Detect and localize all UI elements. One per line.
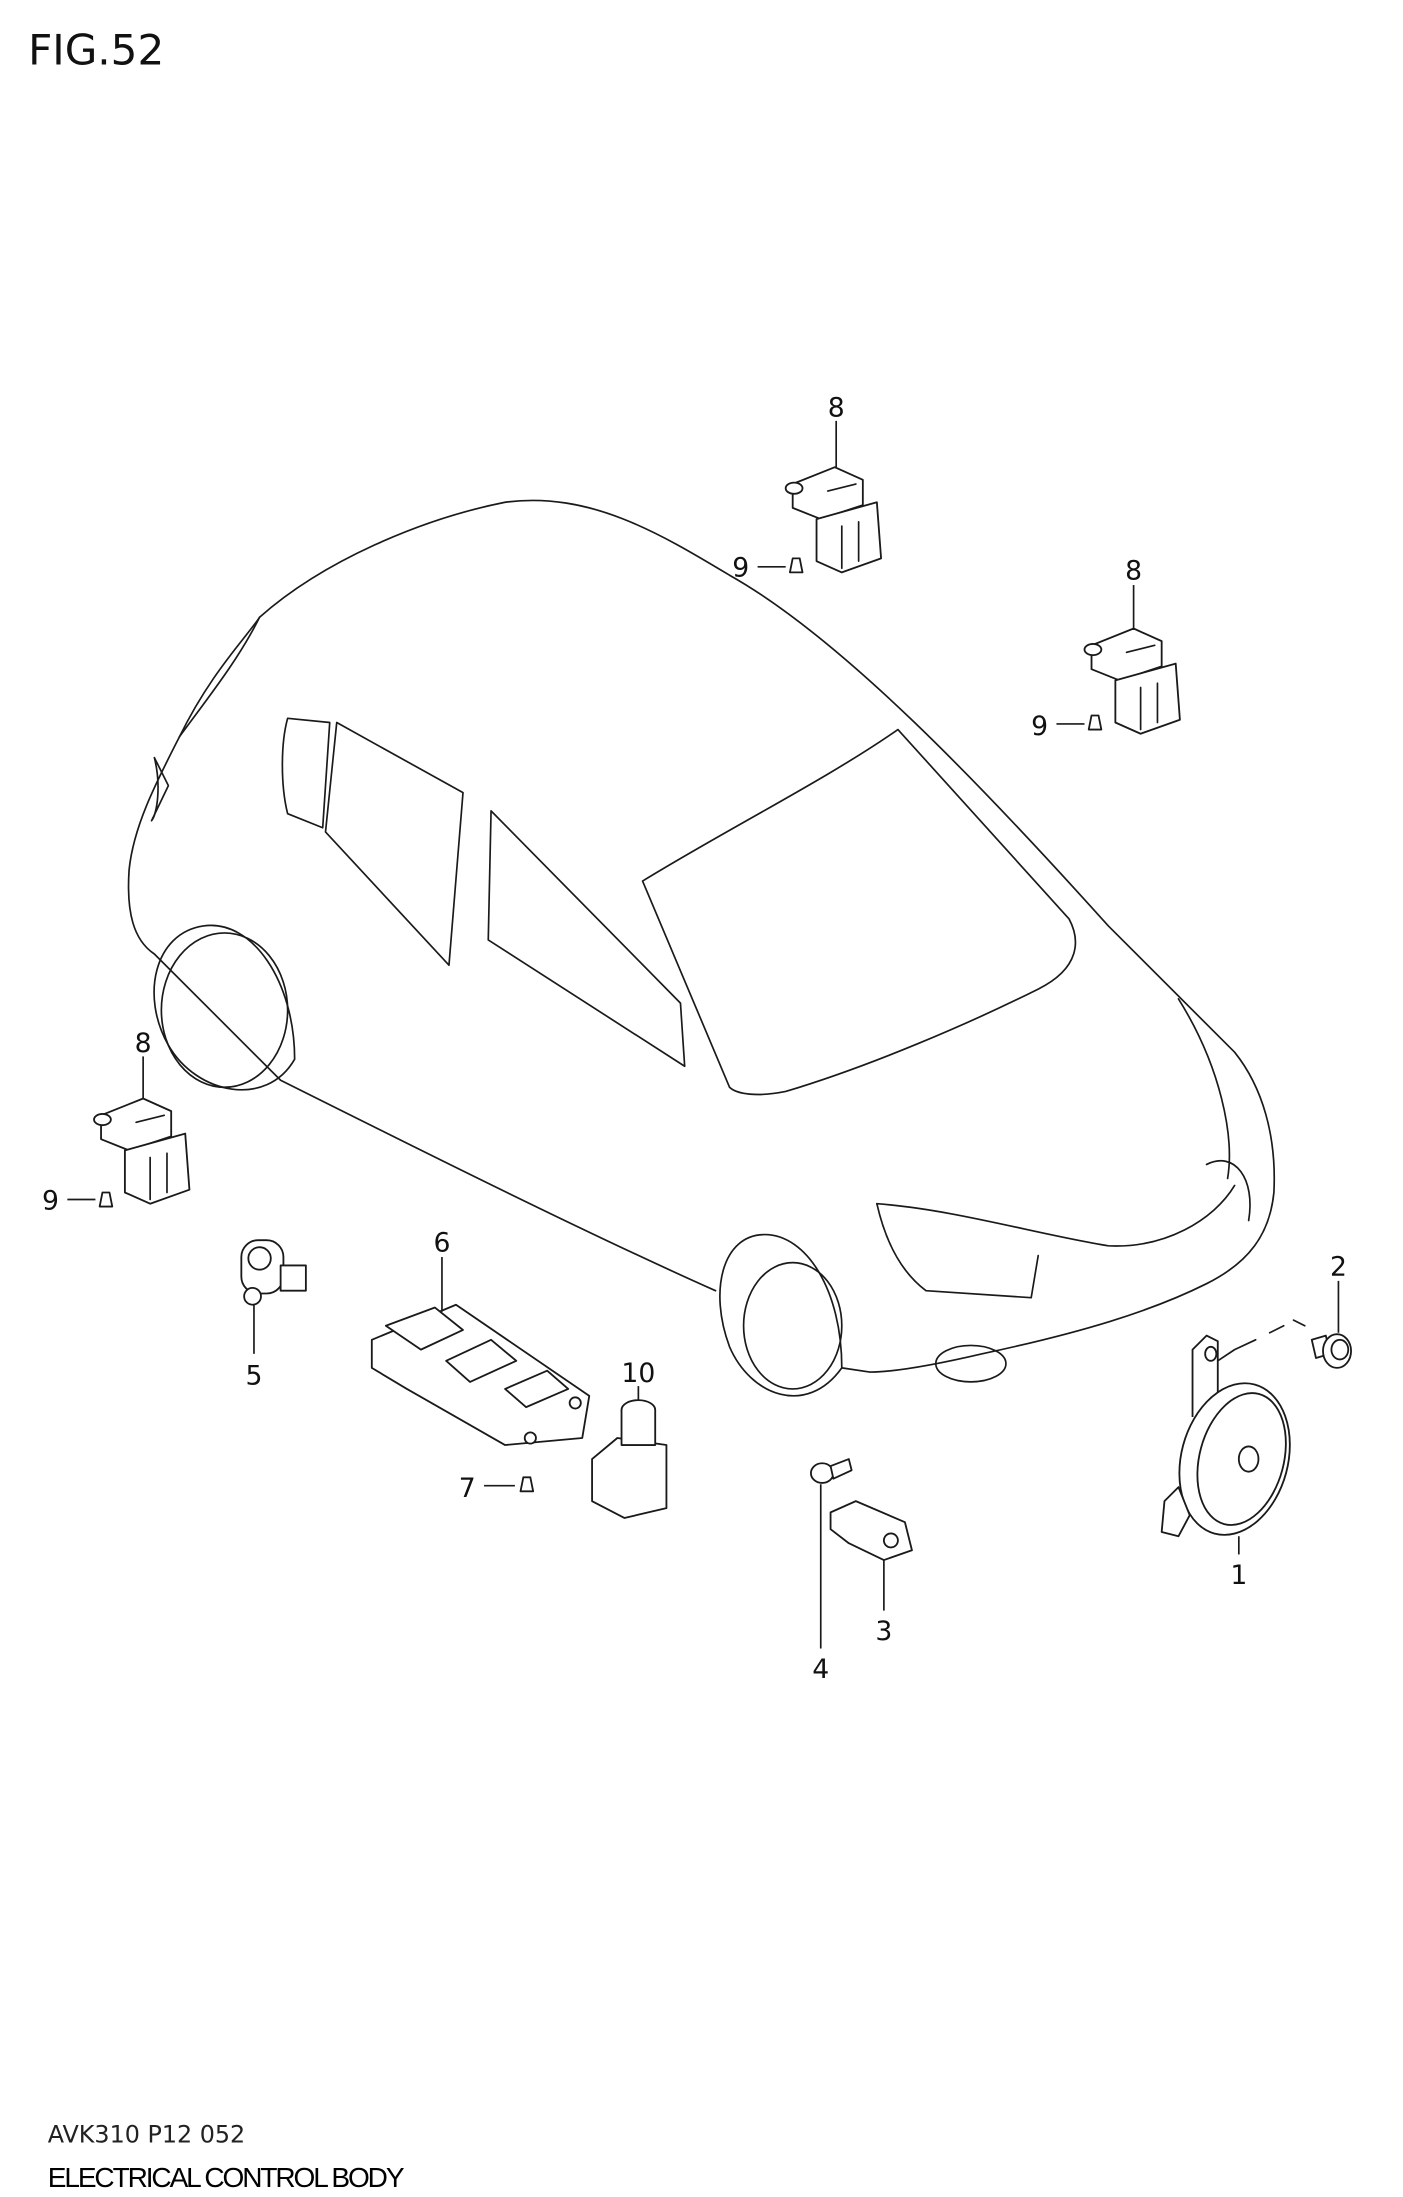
callout-8: 8 (135, 1028, 152, 1059)
callout-6: 6 (433, 1227, 450, 1258)
switch-part-10[interactable] (591, 1399, 668, 1519)
callout-10: 10 (621, 1358, 655, 1389)
window-switch-part-6[interactable] (370, 1303, 591, 1446)
callout-5: 5 (245, 1361, 262, 1392)
callout-3: 3 (875, 1616, 892, 1647)
callout-4: 4 (812, 1654, 829, 1685)
diagram-code: AVK310 P12 052 (48, 2120, 246, 2148)
diagram-caption: ELECTRICAL CONTROL BODY (48, 2162, 405, 2193)
callout-8: 8 (828, 393, 845, 424)
callout-9: 9 (1031, 711, 1048, 742)
relay-part-8-right[interactable] (1083, 627, 1181, 735)
bolt-part-4[interactable] (810, 1458, 853, 1484)
callout-2: 2 (1330, 1251, 1347, 1282)
screw-part-9-right[interactable] (1087, 714, 1103, 731)
screw-part-9-left[interactable] (98, 1191, 114, 1208)
sensor-part-3[interactable] (829, 1500, 913, 1561)
callout-9: 9 (42, 1185, 59, 1216)
switch-part-5[interactable] (240, 1239, 307, 1306)
callout-7: 7 (459, 1473, 476, 1504)
relay-part-8-left[interactable] (93, 1097, 191, 1205)
car-outline (127, 499, 1276, 1397)
bolt-part-2[interactable] (1310, 1333, 1352, 1369)
screw-part-7[interactable] (519, 1476, 535, 1493)
callout-9: 9 (732, 553, 749, 584)
horn-part-1[interactable] (1160, 1334, 1306, 1548)
figure-title: FIG.52 (28, 26, 164, 75)
callout-8: 8 (1125, 555, 1142, 586)
screw-part-9-top[interactable] (788, 557, 804, 574)
callout-1: 1 (1230, 1560, 1247, 1591)
relay-part-8-top[interactable] (784, 466, 882, 574)
